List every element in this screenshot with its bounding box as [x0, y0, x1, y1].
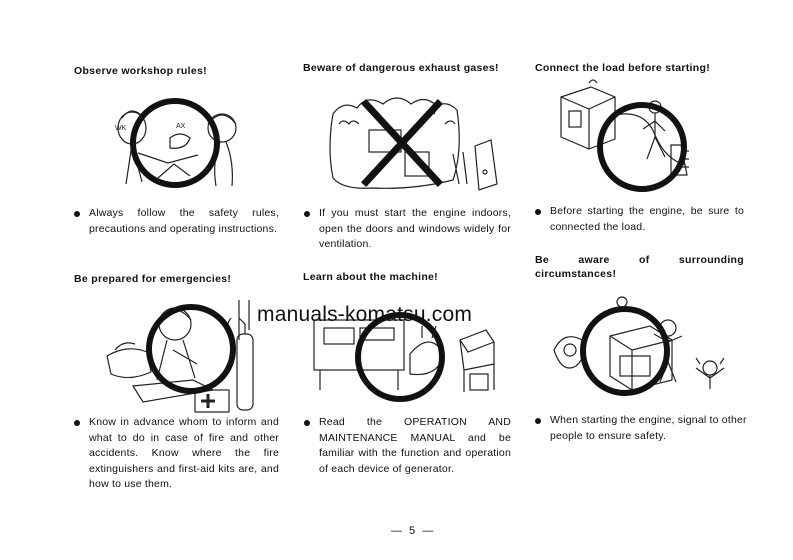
bullet-learn-machine: Read the OPERATION AND MAINTENANCE MANUA…	[304, 415, 511, 477]
svg-text:AX: AX	[176, 123, 186, 130]
section-heading-emergencies: Be prepared for emergencies!	[74, 273, 232, 285]
bullet-exhaust-gases: If you must start the engine indoors, op…	[304, 206, 511, 253]
bullet-workshop-rules: Always follow the safety rules, precauti…	[74, 206, 279, 237]
bullet-surroundings: When starting the engine, signal to othe…	[535, 413, 747, 444]
bullet-text: Before starting the engine, be sure to c…	[550, 205, 744, 233]
watermark-text: manuals-komatsu.com	[257, 303, 473, 326]
section-heading-workshop-rules: Observe workshop rules!	[74, 65, 207, 77]
bullet-dot	[74, 420, 80, 426]
safety-circle-symbol	[127, 95, 223, 191]
section-heading-connect-load: Connect the load before starting!	[535, 62, 710, 74]
bullet-dot	[304, 211, 310, 217]
generator-with-load-cable-icon	[555, 75, 705, 195]
bullet-emergencies: Know in advance whom to inform and what …	[74, 415, 279, 493]
bullet-connect-load: Before starting the engine, be sure to c…	[535, 204, 744, 235]
bullet-dot	[535, 209, 541, 215]
safety-circle-symbol	[143, 301, 239, 397]
section-heading-exhaust-gases: Beware of dangerous exhaust gases!	[303, 62, 499, 74]
svg-text:WK: WK	[115, 125, 127, 132]
bullet-text: If you must start the engine indoors, op…	[319, 207, 511, 250]
safety-circle-symbol	[577, 303, 673, 399]
safety-circle-symbol	[352, 309, 448, 405]
prohibited-cross-symbol	[356, 96, 446, 190]
section-heading-surroundings: Be aware of surrounding circumstances!	[535, 254, 744, 280]
bullet-text: Always follow the safety rules, precauti…	[89, 207, 279, 235]
generator-in-smoky-room-icon	[325, 94, 505, 199]
bullet-dot	[304, 420, 310, 426]
bullet-text: Know in advance whom to inform and what …	[89, 416, 279, 490]
bullet-text: When starting the engine, signal to othe…	[550, 414, 747, 442]
safety-circle-symbol	[594, 99, 690, 195]
bullet-text: Read the OPERATION AND MAINTENANCE MANUA…	[319, 416, 511, 475]
bullet-dot	[535, 418, 541, 424]
section-heading-learn-machine: Learn about the machine!	[303, 271, 438, 283]
bullet-dot	[74, 211, 80, 217]
page-number: — 5 —	[391, 525, 436, 537]
